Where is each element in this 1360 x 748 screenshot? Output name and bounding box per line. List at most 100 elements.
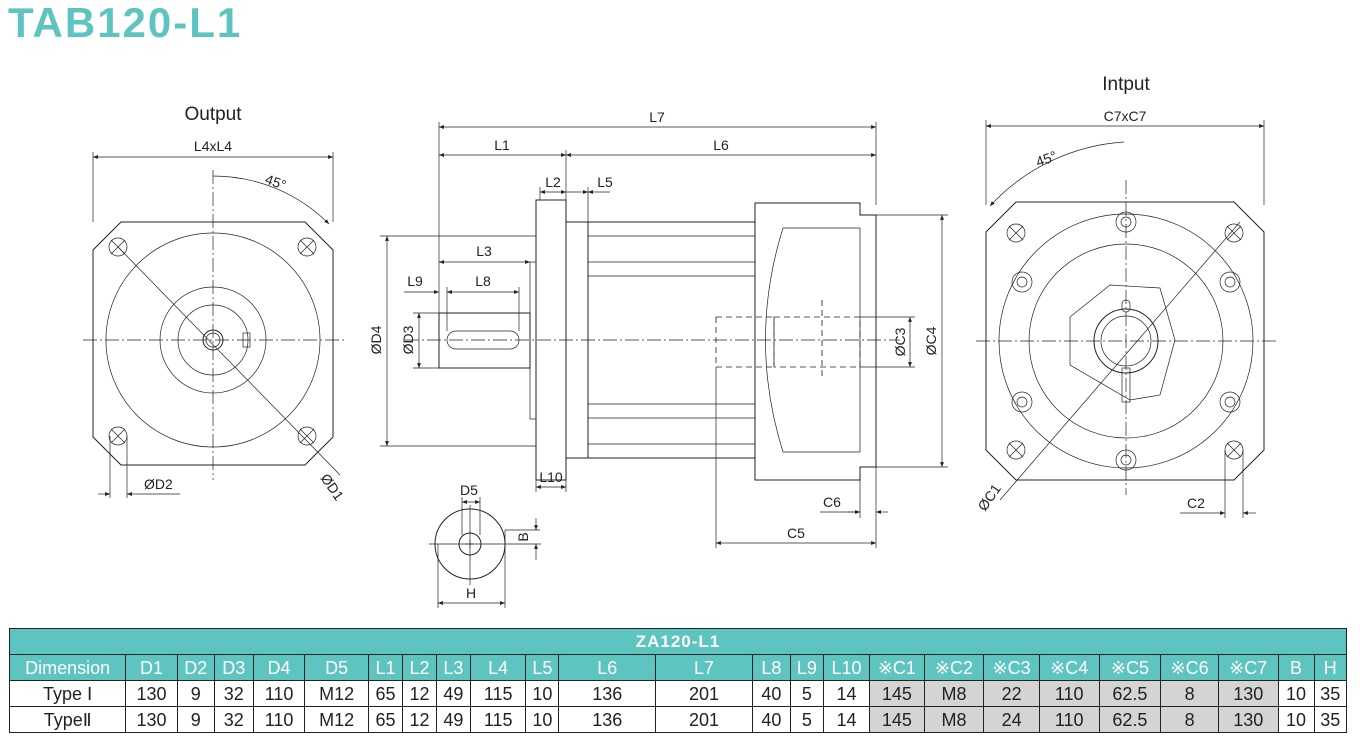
table-cell: 201 bbox=[655, 680, 753, 707]
side-l7-label: L7 bbox=[649, 109, 665, 125]
table-header-cell: L9 bbox=[789, 654, 824, 681]
side-c5-label: C5 bbox=[787, 525, 805, 541]
side-l9-label: L9 bbox=[407, 273, 423, 289]
table-header-cell: D2 bbox=[176, 654, 215, 681]
side-view: L7 L1 L6 L2 L5 bbox=[368, 109, 948, 548]
table-cell: 130 bbox=[1217, 680, 1279, 707]
output-d1-label: ØD1 bbox=[318, 471, 348, 504]
table-header-cell: L8 bbox=[751, 654, 791, 681]
input-width-label: C7xC7 bbox=[1104, 108, 1147, 124]
output-mounting-holes bbox=[108, 237, 317, 446]
table-cell: 10 bbox=[1277, 706, 1315, 733]
table-header-cell: L5 bbox=[525, 654, 560, 681]
table-cell: 62.5 bbox=[1098, 706, 1162, 733]
table-cell: 49 bbox=[435, 680, 471, 707]
table-cell: 201 bbox=[655, 706, 753, 733]
output-d2-label: ØD2 bbox=[144, 476, 173, 492]
table-cell: 40 bbox=[751, 680, 791, 707]
page-title: TAB120-L1 bbox=[8, 0, 243, 46]
side-l8-label: L8 bbox=[475, 273, 491, 289]
table-cell: 10 bbox=[525, 680, 560, 707]
table-cell: 136 bbox=[558, 706, 657, 733]
table-header-cell: H bbox=[1313, 654, 1348, 681]
input-angle-label: 45° bbox=[1034, 148, 1059, 170]
table-header-cell: ※C4 bbox=[1038, 654, 1100, 681]
table-cell: 145 bbox=[869, 706, 925, 733]
table-header-cell: L7 bbox=[655, 654, 753, 681]
side-l5-label: L5 bbox=[597, 174, 613, 190]
table-header-cell: L4 bbox=[469, 654, 527, 681]
table-header-cell: Dimension bbox=[8, 654, 127, 681]
table-cell: 130 bbox=[125, 706, 178, 733]
table-cell: 12 bbox=[402, 706, 437, 733]
table-cell: 5 bbox=[789, 706, 824, 733]
table-cell: 65 bbox=[368, 706, 403, 733]
table-header-cell: L10 bbox=[822, 654, 871, 681]
shaft-section-view: D5 B H bbox=[429, 482, 541, 608]
side-l6-label: L6 bbox=[713, 137, 729, 153]
table-header-cell: L3 bbox=[435, 654, 471, 681]
table-header-cell: ※C1 bbox=[869, 654, 925, 681]
table-cell: 5 bbox=[789, 680, 824, 707]
side-c4-label: ØC4 bbox=[923, 326, 939, 355]
output-angle-label: 45° bbox=[263, 171, 288, 193]
table-cell: 110 bbox=[252, 680, 306, 707]
table-header-cell: L6 bbox=[558, 654, 657, 681]
table-cell: M12 bbox=[304, 706, 370, 733]
table-cell: 12 bbox=[402, 680, 437, 707]
table-header-cell: D3 bbox=[213, 654, 254, 681]
table-cell: M8 bbox=[923, 680, 985, 707]
side-motor-adapter bbox=[754, 202, 877, 481]
side-l2-label: L2 bbox=[545, 174, 561, 190]
table-cell: 35 bbox=[1313, 680, 1348, 707]
table-header-cell: ※C2 bbox=[923, 654, 985, 681]
table-cell: 136 bbox=[558, 680, 657, 707]
table-cell: 32 bbox=[213, 680, 254, 707]
side-c3-label: ØC3 bbox=[892, 327, 908, 356]
table-cell: 40 bbox=[751, 706, 791, 733]
input-c2-label: C2 bbox=[1187, 495, 1205, 511]
side-l3-label: L3 bbox=[476, 243, 492, 259]
output-flange-outline bbox=[92, 221, 334, 466]
table-header-cell: ※C6 bbox=[1160, 654, 1219, 681]
table-cell: 9 bbox=[176, 706, 215, 733]
table-caption: ZA120-L1 bbox=[9, 628, 1347, 655]
row-label: Type Ⅰ bbox=[8, 680, 127, 707]
input-view-title: Intput bbox=[1102, 74, 1150, 95]
table-cell: 8 bbox=[1160, 706, 1219, 733]
side-l1-label: L1 bbox=[494, 137, 510, 153]
table-cell: M12 bbox=[304, 680, 370, 707]
input-flange-outline bbox=[985, 201, 1265, 481]
table-cell: 110 bbox=[1038, 680, 1100, 707]
table-header-cell: ※C3 bbox=[983, 654, 1040, 681]
side-c6-label: C6 bbox=[823, 494, 841, 510]
table-cell: 10 bbox=[1277, 680, 1315, 707]
table-header-cell: D1 bbox=[125, 654, 178, 681]
output-view: Output L4xL4 ØD1 45° bbox=[83, 104, 347, 503]
table-cell: 10 bbox=[525, 706, 560, 733]
side-d4-label: ØD4 bbox=[368, 325, 384, 354]
table-cell: 9 bbox=[176, 680, 215, 707]
side-output-shaft bbox=[438, 312, 531, 369]
table-cell: 62.5 bbox=[1098, 680, 1162, 707]
table-cell: 14 bbox=[822, 706, 871, 733]
table-cell: 8 bbox=[1160, 680, 1219, 707]
table-cell: 110 bbox=[252, 706, 306, 733]
table-header-cell: B bbox=[1277, 654, 1315, 681]
table-cell: 115 bbox=[469, 680, 527, 707]
table-header-cell: L2 bbox=[402, 654, 437, 681]
shaft-b-label: B bbox=[515, 532, 531, 541]
table-cell: 110 bbox=[1038, 706, 1100, 733]
table-cell: 24 bbox=[983, 706, 1040, 733]
input-c1-label: ØC1 bbox=[974, 481, 1004, 514]
table-header-cell: ※C5 bbox=[1098, 654, 1162, 681]
table-header-cell: D5 bbox=[304, 654, 370, 681]
table-cell: 49 bbox=[435, 706, 471, 733]
table-header-cell: D4 bbox=[252, 654, 306, 681]
table-cell: 130 bbox=[125, 680, 178, 707]
shaft-h-label: H bbox=[466, 585, 476, 601]
input-view: Intput C7xC7 ØC1 4 bbox=[974, 74, 1276, 518]
